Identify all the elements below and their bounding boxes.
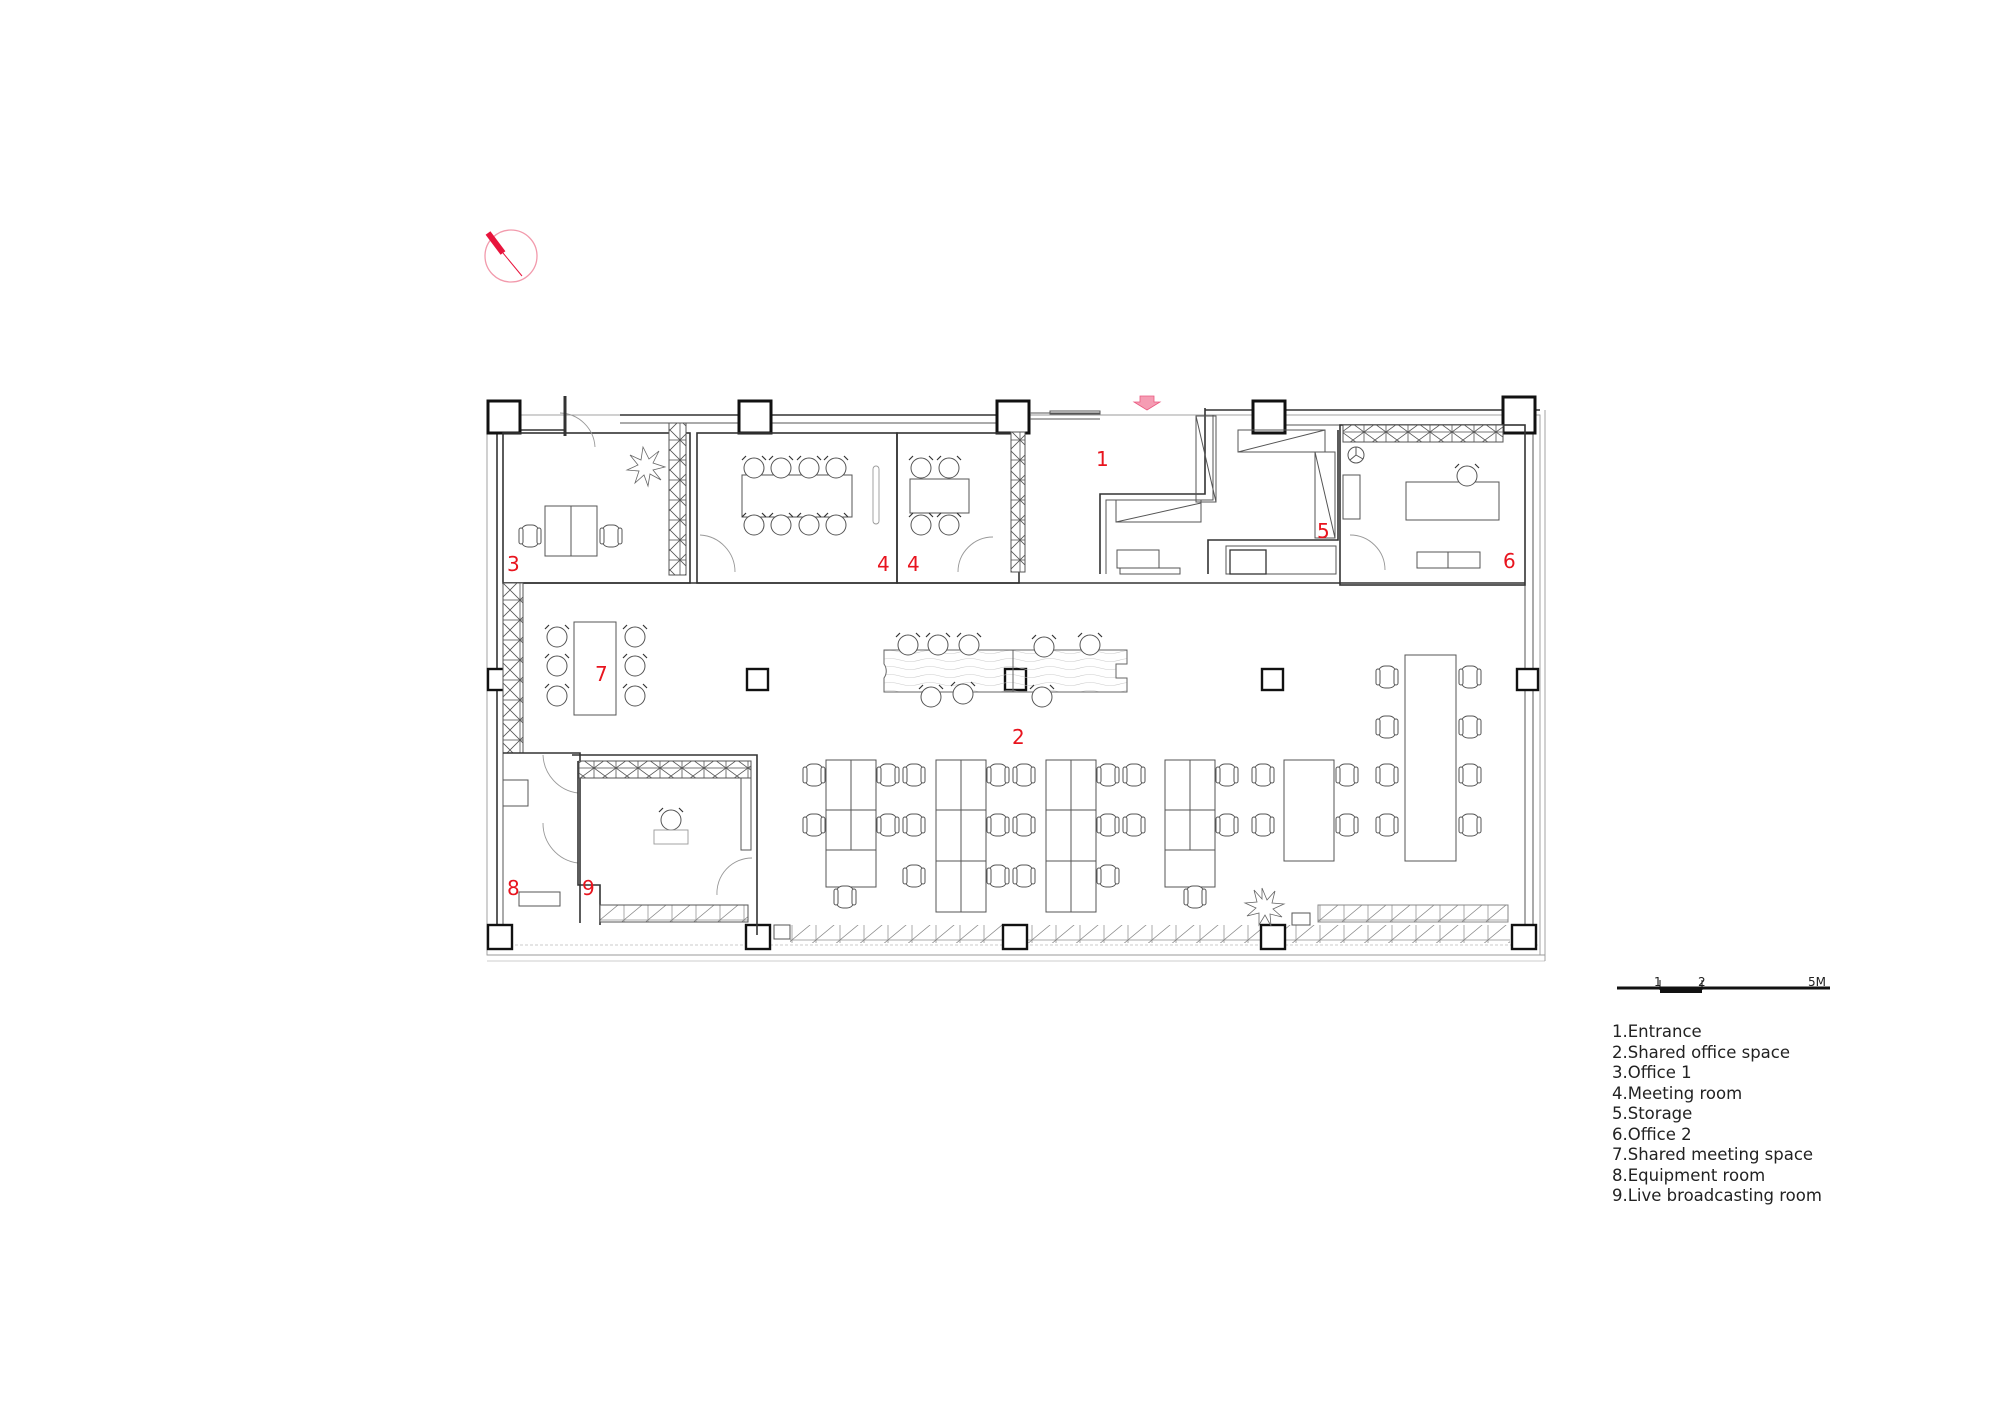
- communal-tables: [883, 632, 1128, 708]
- legend-item: 4.Meeting room: [1612, 1083, 1743, 1103]
- live-broadcasting-room: [572, 754, 758, 935]
- room-number: 3: [507, 552, 520, 576]
- plant-icon: [625, 445, 667, 488]
- room-labels: 1 2 3 4 4 5 6 7 8 9: [507, 447, 1516, 900]
- entrance-arrow-icon: [1132, 395, 1162, 411]
- room-number: 6: [1503, 549, 1516, 573]
- legend-item: 6.Office 2: [1612, 1124, 1692, 1144]
- room-number: 7: [595, 662, 608, 686]
- scale-tick-1: 1: [1654, 975, 1662, 989]
- equipment-room: [502, 752, 581, 923]
- room-number: 4: [877, 552, 890, 576]
- meeting-room-large: [696, 432, 898, 584]
- legend-item: 3.Office 1: [1612, 1063, 1692, 1082]
- legend-item: 1.Entrance: [1612, 1022, 1702, 1041]
- north-arrow-icon: [484, 229, 538, 283]
- room-number: 1: [1096, 447, 1109, 471]
- room-legend: 1.Entrance 2.Shared office space 3.Offic…: [1612, 1022, 1822, 1207]
- workstations: [773, 654, 1509, 940]
- room-number: 5: [1317, 519, 1330, 543]
- office-2: [1339, 424, 1526, 586]
- plant-icon: [1243, 887, 1286, 927]
- room-number: 2: [1012, 725, 1025, 749]
- legend-item: 5.Storage: [1612, 1104, 1693, 1123]
- storage: [1099, 408, 1339, 575]
- shared-meeting-space: [544, 621, 648, 716]
- legend-item: 2.Shared office space: [1612, 1042, 1790, 1062]
- room-number: 9: [582, 876, 595, 900]
- room-number: 8: [507, 876, 520, 900]
- entrance: [1030, 395, 1162, 420]
- scale-tick-5m: 5M: [1808, 975, 1826, 989]
- clock-icon: [1347, 446, 1365, 464]
- office-1: [502, 396, 691, 584]
- legend-item: 7.Shared meeting space: [1612, 1145, 1814, 1164]
- office-chairs: [802, 665, 1482, 909]
- legend-item: 9.Live broadcasting room: [1612, 1186, 1822, 1205]
- scale-bar: 1 2 5M: [1617, 975, 1830, 993]
- legend-item: 8.Equipment room: [1612, 1165, 1766, 1185]
- room-number: 4: [907, 552, 920, 576]
- scale-tick-2: 2: [1698, 975, 1706, 989]
